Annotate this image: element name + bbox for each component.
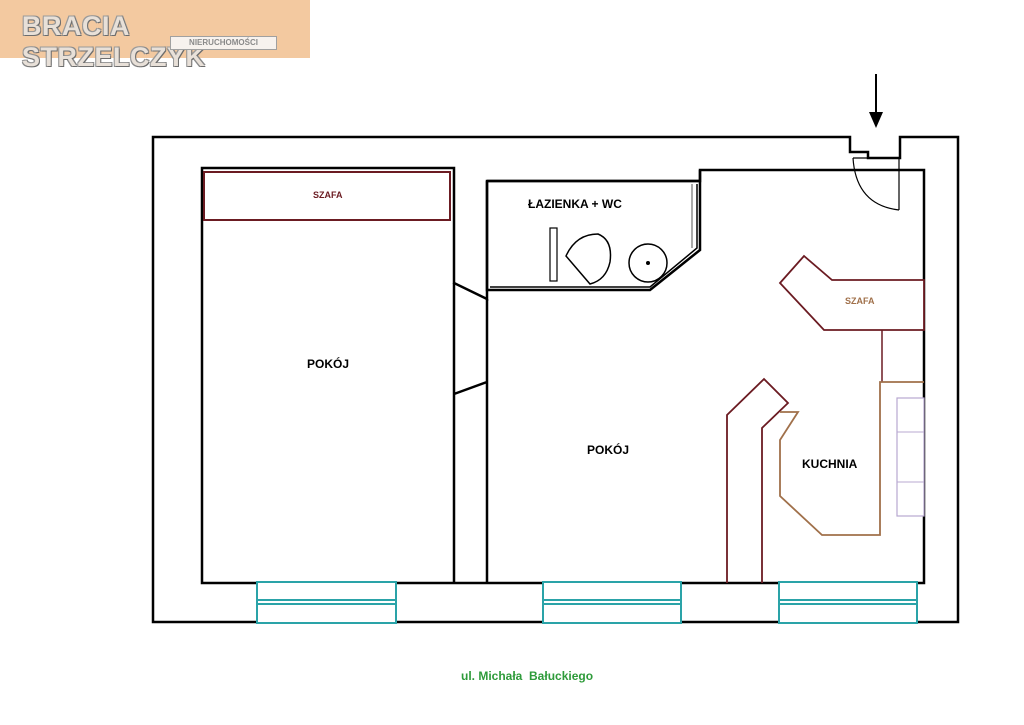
wardrobe-right — [778, 254, 925, 331]
window-right — [778, 581, 918, 624]
wardrobe-left — [203, 171, 451, 221]
room-center-label: POKÓJ — [587, 443, 630, 457]
kitchen-appliances — [896, 397, 925, 517]
entrance-door — [852, 157, 900, 211]
agency-logo: BRACIA STRZELCZYK NIERUCHOMOŚCI — [0, 0, 310, 72]
kitchen-partition — [726, 377, 790, 583]
kitchen-counter — [779, 381, 924, 536]
window-center — [542, 581, 682, 624]
interior-wall — [452, 283, 489, 583]
entrance-arrowhead-icon — [869, 112, 883, 128]
bathroom-inner-wall — [490, 184, 698, 288]
toilet-tank — [549, 227, 558, 282]
kitchen-label: KUCHNIA — [802, 457, 858, 471]
logo-brand-text: BRACIA STRZELCZYK — [22, 11, 206, 72]
bathroom-label: ŁAZIENKA + WC — [528, 197, 622, 211]
logo-subtitle: NIERUCHOMOŚCI — [170, 36, 277, 50]
sink-drain — [646, 261, 650, 265]
street-label: ul. Michała Bałuckiego — [461, 669, 594, 683]
toilet-bowl — [565, 233, 612, 285]
wardrobe-right-label: SZAFA — [845, 296, 875, 306]
bathroom-walls — [485, 170, 702, 292]
room-left-label: POKÓJ — [307, 357, 350, 371]
window-left — [256, 581, 397, 624]
wardrobe-left-label: SZAFA — [313, 190, 343, 200]
